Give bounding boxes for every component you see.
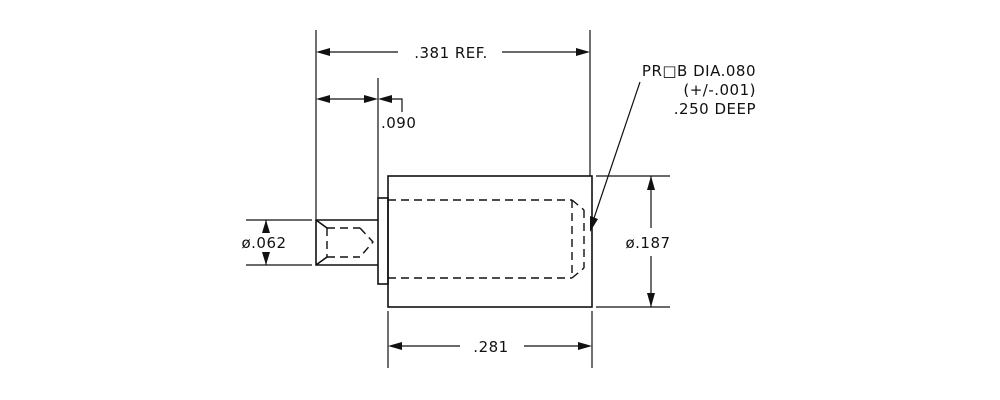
note-line-1: PR□B DIA.080	[642, 62, 756, 80]
dim-overall-ref-label: .381 REF.	[414, 44, 488, 62]
note-line-2: (+/-.001)	[683, 81, 756, 99]
dim-pin-length	[316, 78, 403, 198]
dim-pin-length-label: .090	[381, 114, 416, 132]
dim-pin-diameter	[246, 219, 312, 266]
note-line-3: .250 DEEP	[674, 100, 756, 118]
collar	[377, 197, 389, 285]
dim-body-diameter	[596, 175, 670, 308]
dim-pin-diameter-label: ø.062	[241, 234, 286, 252]
pin	[315, 219, 378, 266]
dim-body-length	[387, 311, 593, 368]
main-body	[387, 175, 593, 308]
dim-body-length-label: .281	[473, 338, 508, 356]
part-outline	[315, 175, 593, 308]
dim-overall-ref	[315, 30, 591, 220]
note-leader	[590, 81, 641, 232]
dim-body-diameter-label: ø.187	[625, 234, 670, 252]
hidden-lines	[326, 199, 585, 279]
